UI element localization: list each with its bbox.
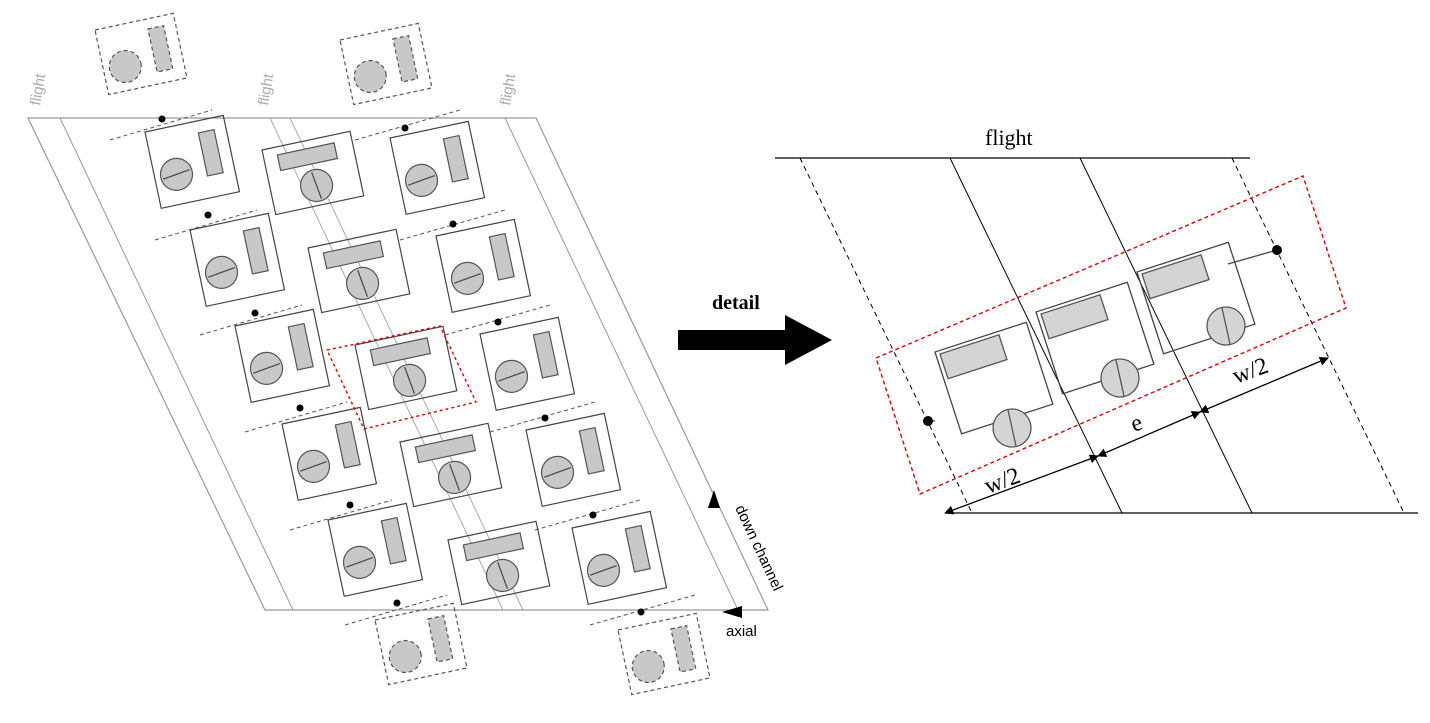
cell-row1-right [389,120,486,216]
detail-arrow-group: detail [678,292,832,365]
cell-row1-left [144,114,241,210]
cell-row2-left [189,212,286,308]
left-network-panel: flight flight flight [27,12,786,696]
ghost-cell-top-left [94,12,188,96]
ghost-cells [94,12,711,696]
solid-divider-2 [1079,157,1253,514]
detail-label: detail [712,292,760,314]
cell-row4-center [399,422,503,508]
flight-line-left [59,117,294,611]
cell-row3-right [479,316,576,412]
detail-sources [992,306,1246,448]
solid-divider-1 [949,157,1123,514]
detail-terminal-left [923,416,933,426]
down-channel-label: down channel [731,503,786,594]
ghost-cell-bottom-right [617,612,711,696]
dashed-row-separators [109,109,696,626]
detail-cell-3 [1136,241,1256,355]
cell-row2-right [435,218,532,314]
flight-label-left: flight [27,72,49,107]
down-channel-arrow-icon [708,490,720,508]
cell-row5-right [571,510,668,606]
dimension-label-w-half-left: w/2 [981,463,1024,500]
right-flight-label: flight [985,125,1033,150]
channel-boundary [27,117,769,611]
axial-arrow-icon [722,606,742,618]
cell-row2-center [307,228,411,314]
highlight-box-left [325,325,478,430]
axial-label: axial [726,623,757,640]
flight-line-right [504,117,739,611]
cell-row3-left [234,308,331,404]
dashed-boundary-right [1231,157,1405,514]
dimension-arrows [944,356,1329,515]
highlight-box-right [875,175,1347,495]
cell-row5-center [447,520,551,606]
network-cells [144,114,668,606]
cell-row5-left [327,502,424,598]
flight-label-middle: flight [255,72,277,107]
ghost-cell-top-right [339,22,433,106]
detail-resistors [939,254,1210,380]
detail-arrow-icon [678,315,832,365]
cell-row4-left [281,406,378,502]
detail-terminal-right [1272,245,1282,255]
dashed-boundary-left [799,157,973,514]
junction-dots [158,115,645,616]
dimension-label-e: e [1127,410,1146,438]
right-detail-panel: flight [775,125,1418,515]
flight-label-right: flight [497,72,519,107]
flight-line-middle-b [289,117,524,611]
cell-row4-right [525,412,622,508]
ghost-cell-bottom-left [374,602,468,686]
cell-row1-center [261,130,365,216]
cell-row3-center [354,325,458,411]
